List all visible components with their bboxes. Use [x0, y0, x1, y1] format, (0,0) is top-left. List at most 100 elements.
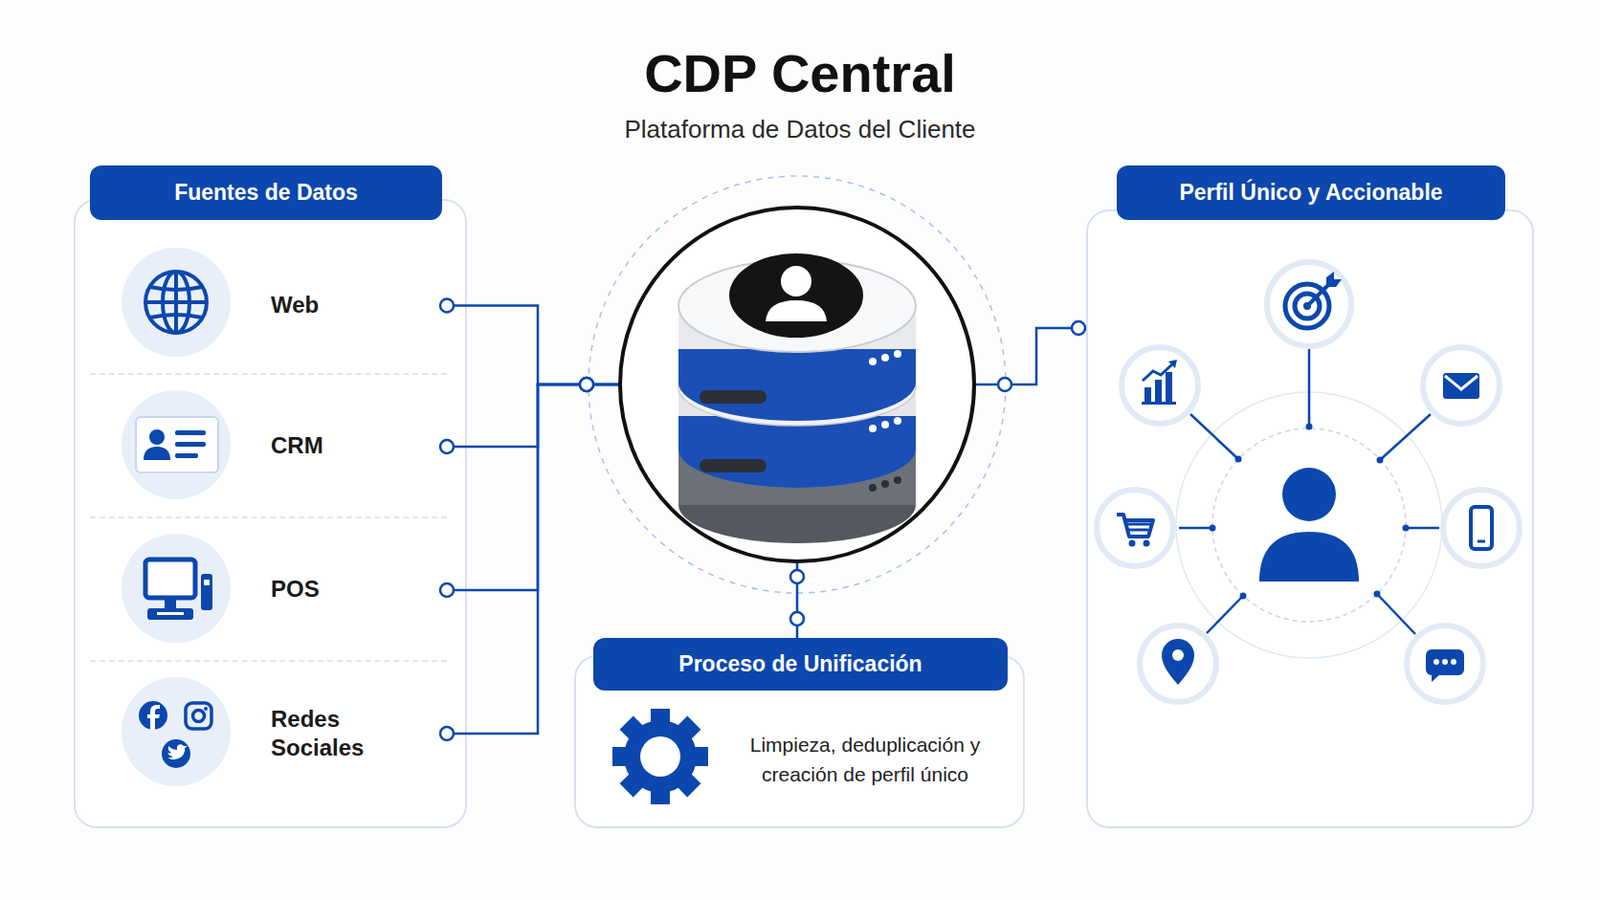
connector-dot: [579, 377, 594, 392]
cart-icon-part: [1116, 514, 1154, 537]
social-media-icon-part: [147, 705, 160, 731]
database-illustration-part: [893, 476, 902, 485]
pos-terminal-icon: [121, 533, 231, 644]
chart-icon-part: [1144, 387, 1152, 402]
chat-icon-part: [1450, 659, 1457, 666]
social-media-icon-part: [167, 744, 188, 760]
pos-terminal-icon-part: [121, 533, 231, 644]
chart-icon-part: [1141, 401, 1177, 405]
connector-dot: [790, 570, 804, 584]
social-media-icon-part: [121, 677, 231, 787]
globe-icon: [121, 247, 231, 357]
cart-icon-part: [1127, 523, 1151, 527]
database-illustration-part: [868, 484, 877, 492]
gear-icon-part: [623, 720, 697, 794]
gear-icon-part: [640, 736, 681, 778]
subtitle-label: Plataforma de Datos del Cliente: [0, 114, 1600, 145]
cart-icon-part: [1129, 540, 1136, 548]
social-media-icon: [121, 677, 231, 787]
hub-icon-circles-part: [1443, 489, 1520, 567]
chart-icon-part: [1155, 379, 1162, 402]
crm-card-icon-part: [175, 442, 206, 447]
hub-icon-circles-part: [1406, 625, 1484, 703]
source-label: CRM: [270, 431, 396, 461]
social-media-icon-part: [161, 739, 191, 769]
connector-line: [976, 328, 1087, 385]
pos-terminal-icon-part: [156, 612, 184, 616]
panel-description: Limpieza, deduplicación y creación de pe…: [734, 690, 996, 829]
profile-hub-part: [1282, 467, 1336, 522]
database-illustration-part: [699, 390, 767, 404]
database-illustration-part: [699, 459, 767, 473]
chart-icon: [1141, 359, 1178, 405]
hub-spokes-part: [1405, 527, 1440, 531]
chat-icon: [1425, 649, 1465, 683]
hub-spokes-part: [1308, 348, 1312, 427]
database-illustration-part: [868, 357, 877, 366]
connector-line: [446, 384, 619, 447]
location-pin-icon-part: [1172, 649, 1184, 662]
phone-icon-part: [1477, 540, 1486, 544]
hub-spoke-dots-part: [1306, 423, 1313, 431]
source-label: POS: [270, 575, 396, 604]
connector-line: [446, 384, 619, 591]
hub-spoke-dots-part: [1374, 591, 1381, 599]
pos-terminal-icon-part: [147, 608, 194, 621]
globe-icon-part: [145, 271, 207, 334]
database-illustration-part: [881, 354, 889, 362]
mail-icon: [1443, 373, 1480, 400]
hub-spoke-dots-part: [1240, 593, 1247, 600]
social-media-icon-part: [203, 707, 208, 712]
panel-header: Proceso de Unificación: [593, 638, 1008, 691]
crm-card-icon-part: [121, 390, 231, 500]
hub-spoke-dots-part: [1209, 525, 1217, 533]
pos-terminal-icon-part: [203, 579, 210, 586]
target-icon-part: [1285, 284, 1330, 329]
social-media-icon-part: [185, 703, 212, 730]
globe-icon-part: [150, 287, 202, 318]
mail-icon-part: [1443, 373, 1480, 400]
chart-icon-part: [1165, 372, 1173, 402]
panel-header: Perfil Único y Accionable: [1116, 165, 1506, 221]
social-media-icon-part: [138, 701, 168, 731]
source-label: Web: [270, 290, 396, 320]
chat-icon-part: [1425, 649, 1465, 676]
target-icon-part: [1326, 271, 1342, 288]
source-label: Redes Sociales: [270, 705, 396, 763]
crm-card-icon-part: [175, 453, 199, 459]
database-illustration: [678, 253, 916, 544]
hub-spoke-dots-part: [1377, 457, 1384, 465]
pos-terminal-icon-part: [200, 574, 213, 611]
chat-icon-part: [1433, 659, 1440, 666]
database-illustration-part: [881, 480, 889, 489]
hub-icon-circles-part: [1266, 262, 1352, 347]
globe-icon-part: [121, 247, 231, 357]
hub-spoke-dots-part: [1235, 456, 1243, 464]
database-illustration-part: [893, 350, 902, 358]
phone-icon: [1470, 507, 1492, 550]
outer-dashed-ring: [588, 176, 1006, 594]
gear-icon: [612, 709, 709, 805]
database-illustration-part: [678, 349, 916, 383]
connector-dot: [440, 440, 454, 454]
crm-card-icon-part: [135, 417, 219, 473]
location-pin-icon: [1161, 639, 1195, 686]
database-illustration-part: [881, 421, 889, 429]
target-icon: [1285, 271, 1342, 329]
chat-icon-part: [1431, 673, 1441, 683]
connector-dot: [579, 377, 594, 392]
connector-dot: [998, 377, 1012, 392]
connector-dot: [1071, 321, 1086, 335]
database-illustration-part: [868, 424, 877, 433]
cart-icon: [1116, 514, 1154, 548]
pos-terminal-icon-part: [164, 599, 177, 609]
connector-dot: [440, 583, 454, 598]
connector-dot: [579, 377, 594, 392]
chart-icon-part: [1168, 359, 1178, 369]
pos-terminal-icon-part: [145, 559, 196, 599]
database-illustration-part: [893, 417, 902, 425]
diagram-title: CDP Central: [0, 42, 1600, 105]
